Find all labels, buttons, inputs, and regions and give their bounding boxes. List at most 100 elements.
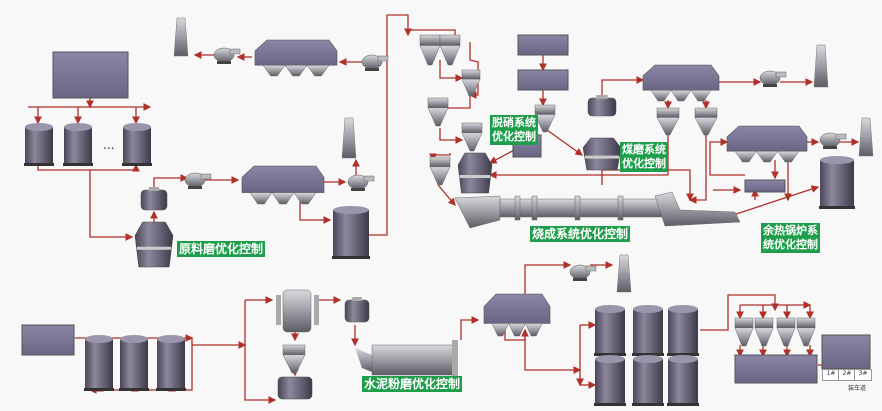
cyclone-cone: [427, 107, 449, 127]
bag-filter-hopper: [524, 323, 543, 337]
fan: [819, 132, 847, 149]
silo: [819, 156, 855, 209]
bag-filter-hopper: [734, 150, 757, 163]
silo-top: [668, 355, 698, 363]
silo-top: [633, 305, 663, 313]
fan: [347, 174, 375, 191]
cyclone: [776, 317, 796, 347]
silo-top: [820, 156, 854, 164]
silo: [667, 355, 699, 406]
chimney-body: [173, 17, 189, 57]
silo-body: [333, 210, 369, 258]
silo-base: [84, 388, 114, 391]
bag-filter-hopper: [777, 150, 800, 163]
label-line: 优化控制: [622, 157, 666, 170]
pipe-line: [601, 76, 645, 97]
cyclone-cone: [461, 132, 483, 152]
bag-filter-body: [726, 125, 808, 152]
silo: [24, 123, 54, 166]
silo-body: [668, 309, 698, 355]
cyclone-body: [534, 104, 556, 115]
bin-box-body: [21, 324, 75, 356]
cement-mill-optimization-label: 水泥粉磨优化控制: [362, 376, 463, 392]
chimney: [813, 44, 829, 88]
silo-body: [595, 359, 625, 405]
silo-top: [85, 335, 113, 343]
cyclone-body: [419, 34, 441, 46]
bin-box: [734, 354, 818, 384]
silo-base: [632, 353, 664, 356]
silo: [63, 123, 93, 166]
bin-box: [52, 51, 129, 99]
fan-outlet: [835, 133, 847, 140]
fan-base: [823, 146, 837, 149]
silo-body: [633, 359, 663, 405]
silo-body: [668, 359, 698, 405]
separator: [587, 95, 617, 117]
fan: [213, 47, 241, 64]
silo-body: [157, 339, 185, 390]
pipe-line: [468, 42, 479, 99]
cyclone-cone: [461, 78, 481, 97]
cyclone: [694, 107, 718, 136]
label-line: 余热锅炉系: [763, 224, 818, 237]
cyclone-tube: [314, 295, 319, 325]
silo-body: [123, 127, 151, 165]
cyclone: [534, 104, 556, 133]
bag-filter-hopper: [690, 89, 712, 102]
pipe-line: [688, 135, 707, 204]
silo-body: [25, 127, 53, 165]
fan-base: [188, 186, 202, 189]
cyclone: [734, 317, 754, 347]
label-line: 脱硝系统: [492, 116, 536, 129]
silo-top: [157, 335, 185, 343]
cyclone-cone: [754, 327, 774, 347]
silo-base: [24, 163, 54, 166]
chimney: [341, 117, 357, 159]
silo-base: [122, 163, 152, 166]
pipe-line: [439, 128, 464, 144]
silo-top: [123, 123, 151, 131]
silo-base: [667, 353, 699, 356]
fan-base: [573, 278, 587, 281]
loading-bay-caption: 装车道: [848, 385, 867, 392]
cyclone-body: [429, 156, 451, 168]
bag-filter-hopper: [262, 64, 286, 77]
classifier-body: [282, 289, 312, 333]
silo-top: [595, 355, 625, 363]
bin-box-body: [744, 179, 786, 193]
chimney-body: [341, 117, 357, 159]
cyclone-body: [796, 317, 816, 329]
roller-press-body: [277, 376, 313, 400]
cyclone-cone: [534, 114, 556, 133]
bag-filter-body: [241, 165, 325, 193]
ball-mill-drum: [371, 344, 455, 376]
chimney: [616, 254, 632, 293]
silo-top: [64, 123, 92, 131]
chimney-body: [858, 117, 874, 157]
mill-band: [136, 246, 172, 250]
bag-filter-hopper: [491, 323, 510, 337]
silo-base: [63, 163, 93, 166]
bag-filter-body: [483, 293, 551, 324]
pipe-line: [524, 330, 582, 374]
mill-body: [134, 221, 174, 268]
cyclone: [461, 69, 481, 97]
cyclone: [282, 344, 306, 374]
bag-filter: [483, 293, 551, 337]
silo-top: [595, 305, 625, 313]
separator-body: [587, 97, 617, 117]
cyclone-cone: [694, 117, 718, 136]
bag-filter: [726, 125, 808, 163]
cyclone-body: [461, 122, 483, 134]
mill-band: [584, 155, 620, 159]
cyclone-cone: [429, 166, 451, 186]
cyclone-body: [656, 107, 680, 118]
bag-filter-hopper: [284, 64, 308, 77]
firing-system-optimization-label: 烧成系统优化控制: [530, 226, 631, 242]
bag-filter-body: [642, 64, 720, 91]
silo: [667, 305, 699, 356]
fan-outlet: [585, 265, 597, 272]
cyclone: [796, 317, 816, 347]
bin-box: [744, 179, 786, 193]
